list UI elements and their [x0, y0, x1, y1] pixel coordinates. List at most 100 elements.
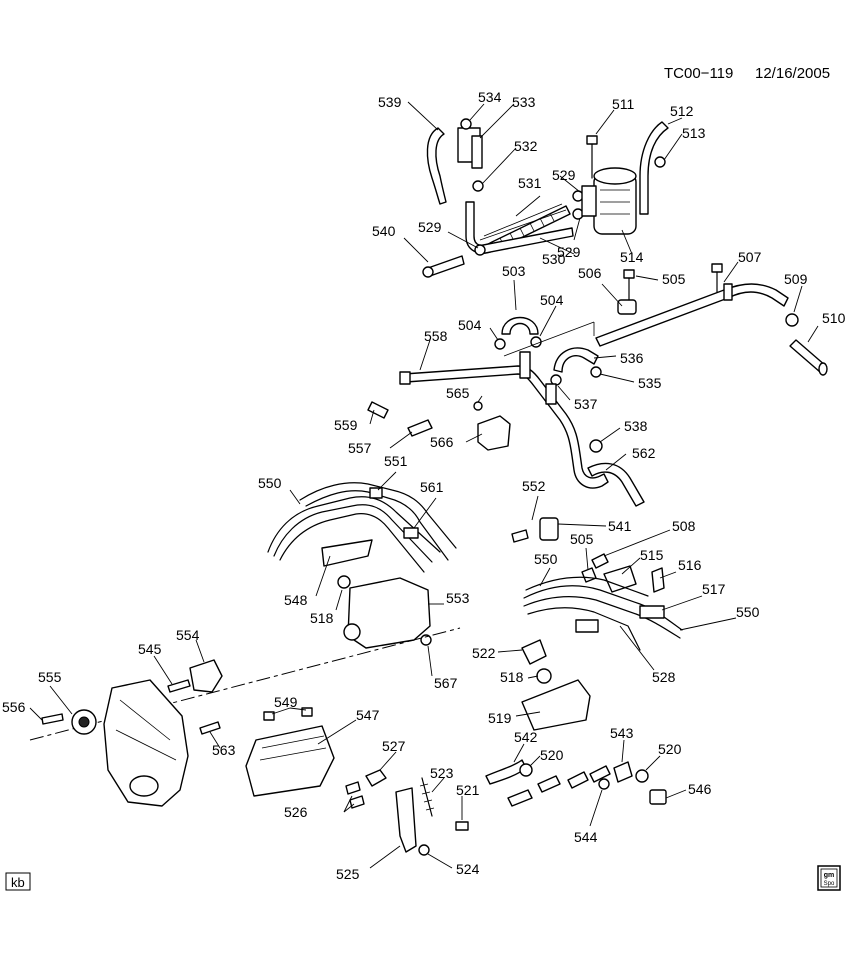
- callout-508: 508: [672, 518, 696, 534]
- clamp-509: [785, 313, 799, 327]
- callout-537: 537: [574, 396, 598, 412]
- callout-520-right: 520: [658, 741, 682, 757]
- clamp-535: [590, 366, 602, 378]
- gm-spo-logo: gm Spo: [817, 865, 841, 891]
- clamp-532: [472, 180, 484, 192]
- callout-555: 555: [38, 669, 62, 685]
- clip-517: [639, 605, 665, 619]
- callout-538: 538: [624, 418, 648, 434]
- fitting-558-end: [399, 371, 411, 385]
- clamp-513: [654, 156, 666, 168]
- callout-565: 565: [446, 385, 470, 401]
- bolt-552: [511, 529, 529, 543]
- cap-546: [649, 789, 667, 805]
- callout-523: 523: [430, 765, 454, 781]
- nut-524: [418, 844, 430, 856]
- callout-521: 521: [456, 782, 480, 798]
- callout-504-left: 504: [458, 317, 482, 333]
- callout-519: 519: [488, 710, 512, 726]
- callout-563: 563: [212, 742, 236, 758]
- callout-550-mid: 550: [534, 551, 558, 567]
- callout-566: 566: [430, 434, 454, 450]
- callout-529-right: 529: [557, 244, 581, 260]
- callout-556: 556: [2, 699, 26, 715]
- callout-544: 544: [574, 829, 598, 845]
- callout-511: 511: [612, 96, 635, 112]
- bracket-522: [521, 639, 547, 665]
- callout-515: 515: [640, 547, 664, 563]
- fitting-558-tee: [519, 351, 531, 379]
- nut-565: [473, 401, 483, 411]
- fitting-row-2: [537, 775, 561, 793]
- callout-540: 540: [372, 223, 396, 239]
- clip-506: [617, 299, 637, 315]
- bolt-505-lower: [581, 567, 597, 583]
- fitting-543: [613, 761, 633, 783]
- pipe-558: [403, 365, 609, 489]
- callout-530: 530: [542, 251, 566, 267]
- callout-525: 525: [336, 866, 360, 882]
- leader-lines: [29, 101, 819, 869]
- callout-557: 557: [348, 440, 372, 456]
- callout-532: 532: [514, 138, 538, 154]
- clip-561: [403, 527, 419, 539]
- bolt-506-head: [623, 269, 635, 279]
- bolt-505-head: [711, 263, 723, 273]
- bolt-556: [41, 713, 64, 725]
- callout-550-left: 550: [258, 475, 282, 491]
- nut-518-left: [337, 575, 351, 589]
- callout-513: 513: [682, 125, 706, 141]
- pipe-507: [595, 283, 789, 347]
- fitting-520-b: [635, 769, 649, 783]
- front-cover: [103, 679, 189, 807]
- bolt-521: [455, 821, 469, 831]
- bracket-525: [395, 787, 417, 853]
- pipe-562: [587, 462, 645, 507]
- callout-518-right: 518: [500, 669, 524, 685]
- bolt-511-head: [586, 135, 598, 145]
- fuel-filter-514-top: [593, 167, 637, 185]
- kb-tag-box: [5, 872, 31, 891]
- callout-517: 517: [702, 581, 726, 597]
- fitting-567: [420, 634, 432, 646]
- assembly-axis: [29, 627, 461, 741]
- drawing-date: 12/16/2005: [755, 65, 830, 82]
- callout-518-left: 518: [310, 610, 334, 626]
- fitting-533: [471, 135, 483, 169]
- clamp-529-a: [474, 244, 486, 256]
- callout-554: 554: [176, 627, 200, 643]
- sensor-559: [367, 401, 389, 419]
- gear-555-hub: [78, 716, 90, 728]
- callout-529-left: 529: [418, 219, 442, 235]
- fitting-row-3: [567, 771, 589, 789]
- callout-503: 503: [502, 263, 526, 279]
- callout-510: 510: [822, 310, 846, 326]
- sensor-527: [365, 769, 387, 787]
- front-cover-seal: [129, 775, 159, 797]
- callout-504-right: 504: [540, 292, 564, 308]
- callout-542: 542: [514, 729, 538, 745]
- callout-541: 541: [608, 518, 632, 534]
- clamp-541: [539, 517, 559, 541]
- filter-bracket-514: [581, 185, 597, 217]
- callout-567: 567: [434, 675, 458, 691]
- shield-547: [245, 725, 335, 797]
- injection-lines-right: [523, 576, 683, 651]
- callout-550-right: 550: [736, 604, 760, 620]
- bolt-549-b: [301, 707, 313, 717]
- callout-552: 552: [522, 478, 546, 494]
- callout-531: 531: [518, 175, 542, 191]
- gasket-554: [189, 659, 223, 693]
- hose-512: [639, 121, 669, 215]
- bolt-549-a: [263, 711, 275, 721]
- callout-527: 527: [382, 738, 406, 754]
- callout-559: 559: [334, 417, 358, 433]
- logo-spo: Spo: [824, 881, 835, 887]
- callout-507: 507: [738, 249, 762, 265]
- kb-tag: kb: [11, 875, 25, 890]
- bracket-548: [321, 539, 373, 567]
- callout-505-top: 505: [662, 271, 686, 287]
- fitting-526-a: [345, 781, 361, 795]
- callout-551: 551: [384, 453, 408, 469]
